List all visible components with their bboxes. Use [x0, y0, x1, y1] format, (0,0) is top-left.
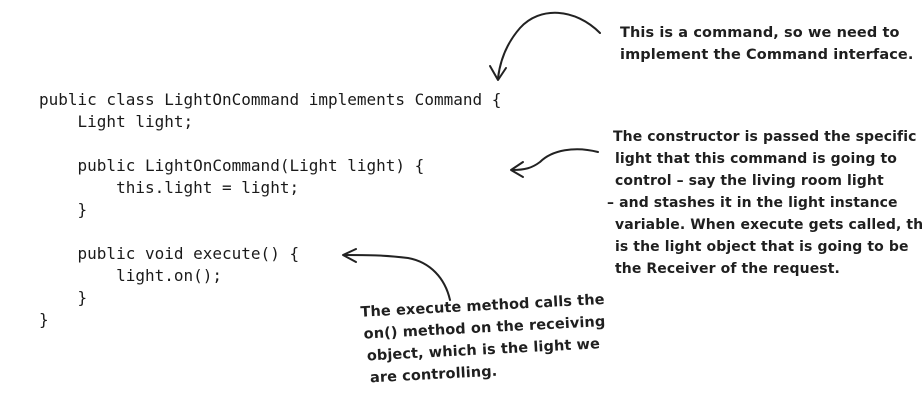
- annotation-constructor-line: is the light object that is going to be: [615, 239, 909, 255]
- arrow-to-command-interface: [497, 11, 601, 79]
- annotation-command-line: This is a command, so we need to: [620, 25, 900, 41]
- annotation-constructor: The constructor is passed the specific l…: [607, 126, 922, 280]
- code-line-field: Light light;: [39, 112, 194, 131]
- annotation-constructor-line: control – say the living room light: [615, 173, 884, 189]
- code-line-assignment: this.light = light;: [39, 178, 300, 197]
- arrowhead-command: [489, 65, 507, 81]
- code-line-execute-decl: public void execute() {: [39, 244, 300, 263]
- annotation-constructor-line: variable. When execute gets called, this: [615, 217, 922, 233]
- arrowhead-constructor: [510, 161, 524, 178]
- annotation-constructor-line: – and stashes it in the light instance: [607, 195, 898, 211]
- annotation-constructor-line: light that this command is going to: [615, 151, 898, 167]
- annotation-command: This is a command, so we need to impleme…: [620, 22, 913, 66]
- code-line-class-decl: public class LightOnCommand implements C…: [39, 90, 502, 109]
- arrowhead-execute: [342, 248, 357, 263]
- code-line-light-on: light.on();: [39, 266, 223, 285]
- annotation-command-line: implement the Command interface.: [620, 47, 914, 63]
- annotation-constructor-line: The constructor is passed the specific: [613, 129, 917, 145]
- code-line-close-execute: }: [39, 288, 88, 307]
- arrow-to-execute: [343, 254, 451, 301]
- code-line-close-constructor: }: [39, 200, 88, 219]
- arrow-to-constructor: [511, 148, 599, 171]
- annotation-constructor-line: the Receiver of the request.: [615, 261, 840, 277]
- code-line-constructor: public LightOnCommand(Light light) {: [39, 156, 425, 175]
- code-line-close-class: }: [39, 310, 49, 329]
